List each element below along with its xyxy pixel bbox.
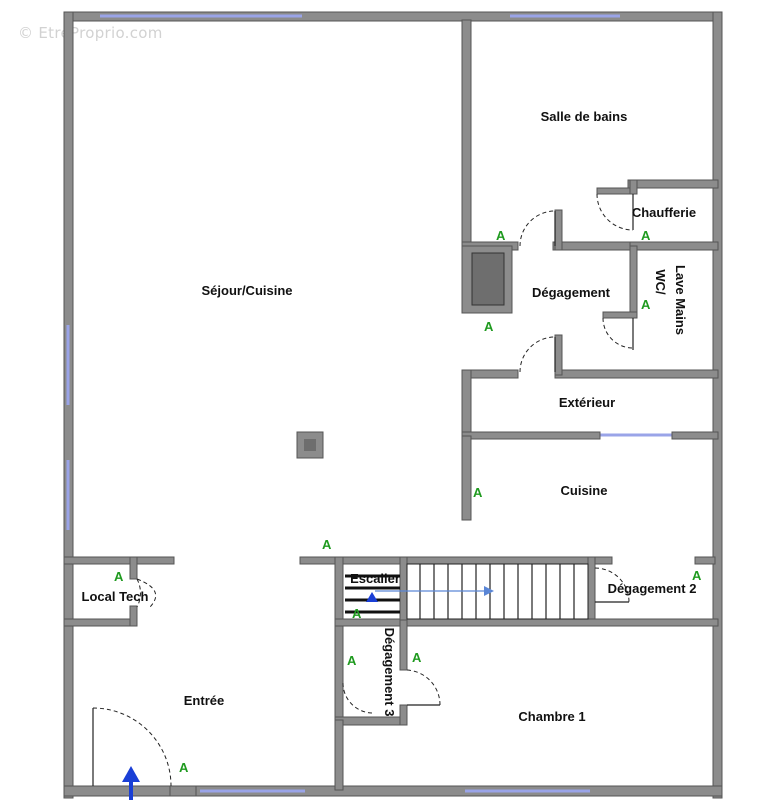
markers: A A A A A A A A A A A A: [114, 228, 702, 775]
marker-a: A: [179, 760, 189, 775]
door-wc-arc: [602, 317, 634, 349]
marker-a: A: [473, 485, 483, 500]
arrow-right-icon: [484, 586, 494, 596]
wall-deg2-top: [694, 556, 716, 565]
room-labels: Salle de bains Chaufferie Lave Mains WC/…: [82, 109, 697, 724]
wall-wc-door: [602, 311, 638, 319]
label-lave-mains: Lave Mains: [673, 265, 688, 335]
label-degagement: Dégagement: [532, 285, 611, 300]
wall-deg3-right-bottom: [399, 704, 408, 726]
marker-a: A: [692, 568, 702, 583]
wall-exterieur-left: [461, 369, 472, 439]
label-exterieur: Extérieur: [559, 395, 615, 410]
label-wc: WC/: [653, 269, 668, 295]
wall-ext-bottom-right: [671, 431, 719, 440]
marker-a: A: [641, 228, 651, 243]
wall-ext-bottom-left: [461, 431, 601, 440]
wall-localtech-bottom: [63, 618, 137, 627]
marker-a: A: [322, 537, 332, 552]
arrow-up-icon: [122, 766, 140, 782]
wall-sdb-left: [461, 19, 472, 247]
wall-chaufferie-top: [627, 179, 719, 189]
wall-sdb-door-jamb: [554, 209, 563, 251]
wall-chaufferie-left: [629, 179, 638, 195]
wall-cuisine-left: [461, 435, 472, 521]
wall-deg3-bottom: [334, 716, 408, 726]
wall-localtech-right-bottom: [129, 605, 138, 627]
wall-chaufferie-bottom: [629, 241, 719, 251]
door-deg-arc: [519, 336, 556, 373]
marker-a: A: [412, 650, 422, 665]
wall-right: [712, 11, 723, 799]
door-deg3-arc: [406, 669, 441, 706]
label-escalier: Escalier: [350, 571, 400, 586]
wall-bottom: [63, 785, 723, 797]
wall-deg-bottom-right: [554, 369, 719, 379]
marker-a: A: [114, 569, 124, 584]
wall-deg2-left: [587, 556, 596, 624]
wall-localtech-right-top: [129, 556, 138, 580]
label-cuisine: Cuisine: [561, 483, 608, 498]
marker-a: A: [352, 606, 362, 621]
windows: [66, 14, 672, 793]
door-localtech-curve: [136, 578, 157, 608]
wall-stair-top: [299, 556, 613, 565]
wall-wc-left: [629, 245, 638, 317]
marker-a: A: [641, 297, 651, 312]
label-degagement-3: Dégagement 3: [382, 628, 397, 717]
label-sejour-cuisine: Séjour/Cuisine: [201, 283, 292, 298]
marker-a: A: [496, 228, 506, 243]
label-degagement-2: Dégagement 2: [608, 581, 697, 596]
label-salle-de-bains: Salle de bains: [541, 109, 628, 124]
label-entree: Entrée: [184, 693, 224, 708]
door-chaufferie-arc: [596, 193, 634, 231]
wall-deg-door-jamb: [554, 334, 563, 376]
pillar-core: [304, 439, 316, 451]
wall-entree-right: [334, 719, 344, 791]
staircase: [345, 563, 589, 620]
doors: [92, 193, 634, 787]
door-entree-arc: [92, 707, 172, 787]
label-chambre-1: Chambre 1: [518, 709, 585, 724]
wall-stair-left: [334, 556, 344, 728]
label-local-tech: Local Tech: [82, 589, 149, 604]
label-chaufferie: Chaufferie: [632, 205, 696, 220]
door-localtech-arc: [136, 578, 141, 608]
wall-chambre-top: [334, 618, 719, 627]
door-sdb-arc: [519, 210, 556, 247]
wall-localtech-top: [63, 556, 175, 565]
watermark: © EtreProprio.com: [18, 24, 163, 42]
wall-sdb-bottom-right: [552, 241, 634, 251]
wall-entree-jamb: [169, 785, 197, 797]
wall-chaufferie-top-small: [596, 187, 633, 195]
entry-arrow: [122, 766, 140, 800]
gaine-technique: [471, 252, 505, 306]
marker-a: A: [484, 319, 494, 334]
door-deg3-left-arc: [342, 682, 374, 714]
marker-a: A: [347, 653, 357, 668]
arrow-up-icon: [366, 592, 378, 602]
wall-deg3-right-top: [399, 619, 408, 671]
